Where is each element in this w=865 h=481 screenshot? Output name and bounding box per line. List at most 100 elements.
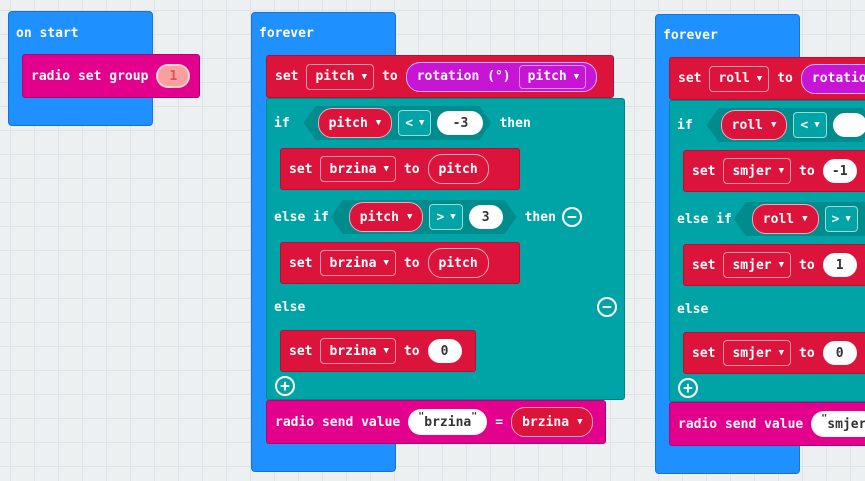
forever-label-1: forever — [259, 26, 314, 41]
pitch-variable-reporter[interactable]: pitch ▼ — [318, 108, 393, 138]
else-if-row: else if pitch▼ >▼ 3 then − — [266, 194, 625, 240]
operator-dropdown[interactable]: <▼ — [398, 110, 431, 136]
axis-dropdown[interactable]: pitch ▼ — [518, 64, 587, 89]
compare-value[interactable]: -3 — [437, 111, 483, 135]
radio-send-value-label: radio send value — [678, 416, 804, 432]
compare-condition[interactable]: roll▼ >▼ — [734, 202, 865, 236]
dropdown-arrow-icon: ▼ — [375, 118, 382, 128]
quote-open: " — [418, 411, 425, 422]
else-row-2: else — [669, 290, 865, 328]
radio-group-value[interactable]: 1 — [156, 64, 191, 88]
dropdown-arrow-icon: ▼ — [419, 118, 425, 128]
variable-name: pitch — [359, 209, 399, 225]
pitch-variable-reporter[interactable]: pitch ▼ — [349, 202, 424, 232]
set-smjer-block-3[interactable]: set smjer▼ to 0 — [683, 332, 865, 374]
on-start-label: on start — [16, 26, 79, 41]
set-value[interactable]: 0 — [822, 341, 857, 365]
variable-dropdown-brzina[interactable]: brzina▼ — [320, 156, 396, 182]
variable-dropdown-brzina[interactable]: brzina▼ — [320, 250, 396, 276]
compare-condition[interactable]: roll▼ <▼ — [707, 108, 865, 142]
axis-name: pitch — [527, 69, 567, 84]
compare-value[interactable] — [833, 113, 865, 137]
dropdown-arrow-icon: ▼ — [383, 346, 389, 356]
variable-name: brzina — [329, 255, 377, 271]
variable-name: smjer — [732, 345, 772, 361]
radio-set-group-label: radio set group — [31, 68, 149, 84]
variable-name: pitch — [315, 69, 355, 84]
pitch-variable-reporter[interactable]: pitch — [427, 154, 489, 184]
rotation-reporter[interactable]: rotatio — [800, 63, 865, 94]
to-keyword: to — [403, 343, 420, 359]
pitch-variable-reporter[interactable]: pitch — [427, 248, 489, 278]
compare-value[interactable]: 3 — [469, 205, 503, 229]
radio-send-value-block[interactable]: radio send value "brzina" = brzina▼ — [266, 400, 606, 444]
remove-else-icon[interactable]: − — [597, 297, 617, 317]
set-brzina-block-3[interactable]: set brzina ▼ to 0 — [280, 330, 476, 372]
send-name-string[interactable]: "smjer — [811, 411, 865, 437]
else-if-row-2: else if roll▼ >▼ — [669, 196, 865, 242]
dropdown-arrow-icon: ▼ — [814, 120, 820, 130]
dropdown-arrow-icon: ▼ — [573, 71, 580, 82]
quote-close: " — [471, 411, 478, 422]
variable-dropdown-smjer[interactable]: smjer▼ — [723, 252, 792, 278]
compare-condition[interactable]: pitch ▼ >▼ 3 — [331, 200, 517, 234]
radio-send-value-block-2[interactable]: radio send value "smjer — [669, 402, 865, 446]
roll-variable-reporter[interactable]: roll▼ — [721, 110, 788, 140]
dropdown-arrow-icon: ▼ — [845, 214, 851, 224]
to-keyword: to — [403, 161, 420, 177]
radio-set-group-block[interactable]: radio set group 1 — [22, 54, 200, 98]
string-value: brzina — [424, 414, 472, 430]
to-keyword: to — [777, 71, 793, 86]
variable-dropdown-brzina[interactable]: brzina ▼ — [320, 338, 396, 364]
variable-name: pitch — [328, 115, 368, 131]
set-keyword: set — [289, 255, 313, 271]
variable-name: smjer — [732, 257, 772, 273]
brzina-variable-reporter[interactable]: brzina▼ — [511, 407, 594, 437]
dropdown-arrow-icon: ▼ — [756, 73, 763, 84]
operator-dropdown[interactable]: <▼ — [793, 112, 826, 138]
add-branch-icon[interactable]: + — [275, 376, 295, 396]
remove-elseif-icon[interactable]: − — [561, 207, 582, 227]
to-keyword: to — [799, 257, 815, 273]
equals-sign: = — [495, 414, 504, 430]
variable-name: brzina — [522, 414, 570, 430]
forever-label-2: forever — [663, 28, 718, 43]
quote-open: " — [821, 413, 828, 424]
set-roll-block[interactable]: set roll ▼ to rotatio — [669, 57, 865, 100]
variable-name: roll — [718, 71, 750, 86]
variable-dropdown-pitch[interactable]: pitch▼ — [306, 63, 375, 90]
variable-dropdown-smjer[interactable]: smjer ▼ — [723, 340, 792, 366]
set-keyword: set — [289, 161, 313, 177]
dropdown-arrow-icon: ▼ — [778, 166, 785, 176]
variable-name: brzina — [329, 343, 377, 359]
dropdown-arrow-icon: ▼ — [778, 348, 785, 358]
set-value[interactable]: 0 — [427, 339, 462, 363]
set-smjer-block-1[interactable]: set smjer▼ to -1 — [683, 150, 865, 192]
rotation-reporter[interactable]: rotation (°) pitch▼ — [405, 61, 598, 92]
compare-condition[interactable]: pitch ▼ <▼ -3 — [304, 106, 492, 140]
if-row: if pitch▼ <▼ -3 then — [266, 100, 625, 146]
set-brzina-block-2[interactable]: set brzina▼ to pitch — [280, 242, 520, 284]
variable-dropdown-smjer[interactable]: smjer▼ — [723, 158, 792, 184]
set-keyword: set — [275, 69, 299, 84]
add-branch-icon[interactable]: + — [678, 378, 698, 398]
set-keyword: set — [289, 343, 313, 359]
roll-variable-reporter[interactable]: roll▼ — [752, 204, 819, 234]
dropdown-arrow-icon: ▼ — [406, 212, 413, 222]
set-keyword: set — [678, 71, 702, 86]
set-smjer-block-2[interactable]: set smjer▼ to 1 — [683, 244, 865, 286]
to-keyword: to — [382, 69, 398, 84]
send-name-string[interactable]: "brzina" — [408, 409, 488, 435]
variable-dropdown-roll[interactable]: roll ▼ — [709, 65, 770, 92]
else-if-keyword: else if — [677, 211, 732, 227]
set-brzina-block-1[interactable]: set brzina▼ to pitch — [280, 148, 520, 190]
operator-dropdown[interactable]: >▼ — [429, 204, 462, 230]
operator-dropdown[interactable]: >▼ — [825, 206, 858, 232]
set-value[interactable]: 1 — [822, 253, 857, 277]
set-value[interactable]: -1 — [822, 159, 857, 183]
dropdown-arrow-icon: ▼ — [770, 120, 777, 130]
else-if-keyword: else if — [274, 209, 329, 225]
variable-name: roll — [762, 211, 795, 227]
set-pitch-block[interactable]: set pitch▼ to rotation (°) pitch▼ — [266, 55, 614, 98]
if-row-2: if roll▼ <▼ — [669, 102, 865, 148]
